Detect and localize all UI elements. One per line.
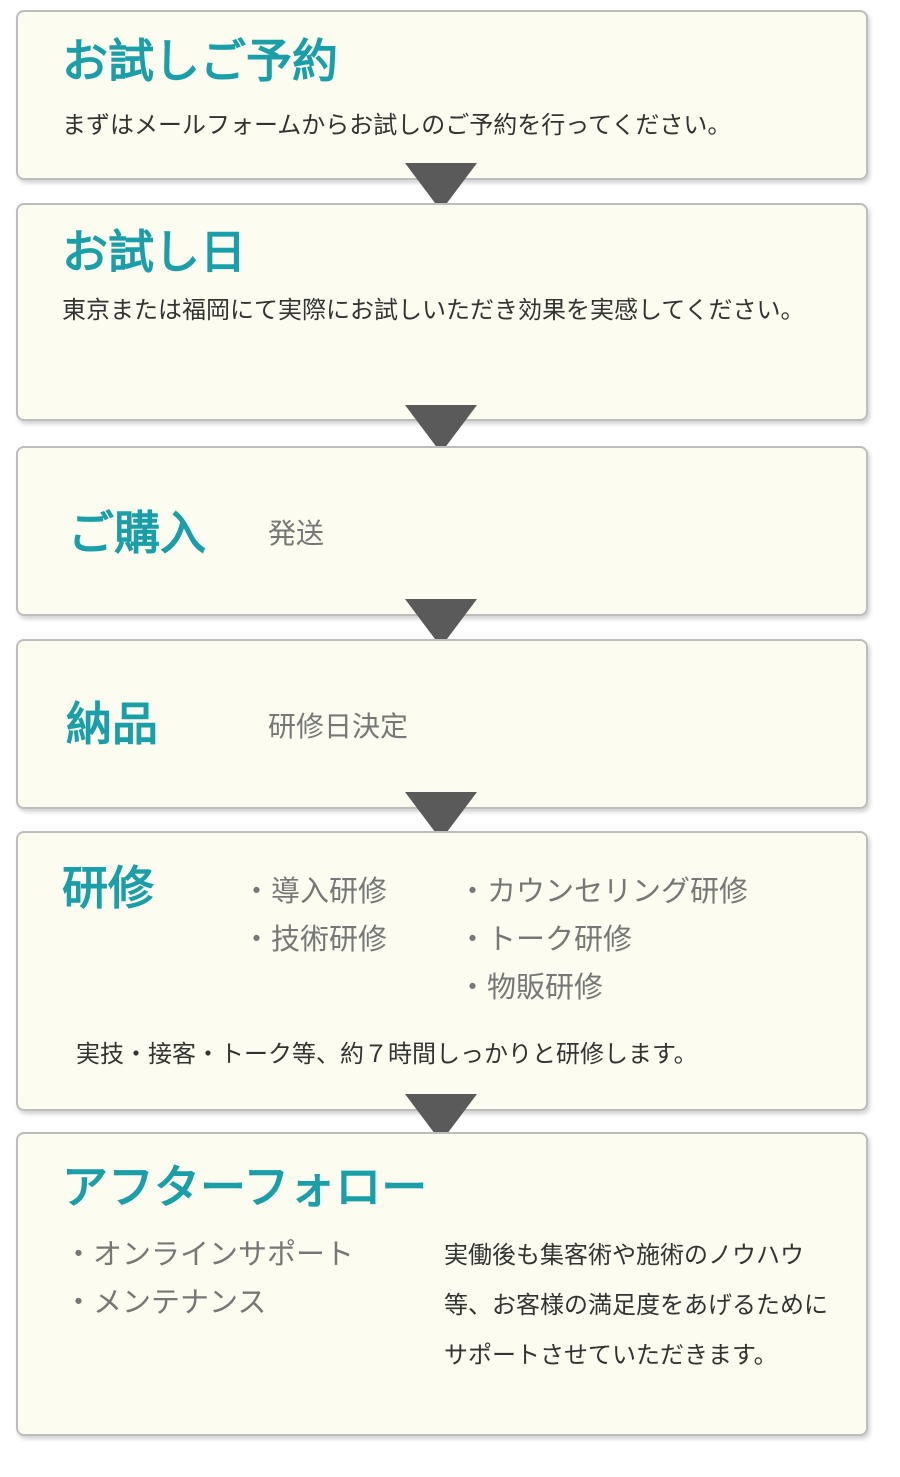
list-item: 導入研修 [242,867,387,915]
step-title: 納品 [66,697,158,751]
training-list-basic: 導入研修 技術研修 [242,867,387,963]
step-purchase: ご購入 発送 [16,446,868,616]
step-description: 東京または福岡にて実際にお試しいただき効果を実感してください。 [62,296,805,324]
after-follow-list: オンラインサポート メンテナンス [64,1230,354,1326]
step-trial-day: お試し日 東京または福岡にて実際にお試しいただき効果を実感してください。 [16,203,868,421]
list-item: カウンセリング研修 [458,867,748,915]
step-sub-label: 発送 [268,517,325,550]
step-delivery: 納品 研修日決定 [16,639,868,809]
list-item: オンラインサポート [64,1230,354,1278]
step-title: ご購入 [68,506,206,560]
list-item: 物販研修 [458,963,748,1011]
step-title: 研修 [62,861,154,915]
step-reservation: お試しご予約 まずはメールフォームからお試しのご予約を行ってください。 [16,10,868,180]
step-description: 実技・接客・トーク等、約７時間しっかりと研修します。 [76,1040,698,1068]
step-title: アフターフォロー [62,1160,428,1214]
list-item: トーク研修 [458,915,748,963]
step-description: 実働後も集客術や施術のノウハウ等、お客様の満足度をあげるためにサポートさせていた… [444,1241,828,1369]
step-description: まずはメールフォームからお試しのご予約を行ってください。 [62,111,732,139]
step-training: 研修 導入研修 技術研修 カウンセリング研修 トーク研修 物販研修 実技・接客・… [16,831,868,1111]
step-after-follow: アフターフォロー オンラインサポート メンテナンス 実働後も集客術や施術のノウハ… [16,1132,868,1436]
training-list-advanced: カウンセリング研修 トーク研修 物販研修 [458,867,748,1011]
list-item: 技術研修 [242,915,387,963]
down-arrow-icon [405,405,477,453]
step-title: お試しご予約 [62,34,338,88]
list-item: メンテナンス [64,1278,354,1326]
step-title: お試し日 [62,225,246,279]
step-sub-label: 研修日決定 [268,710,409,743]
